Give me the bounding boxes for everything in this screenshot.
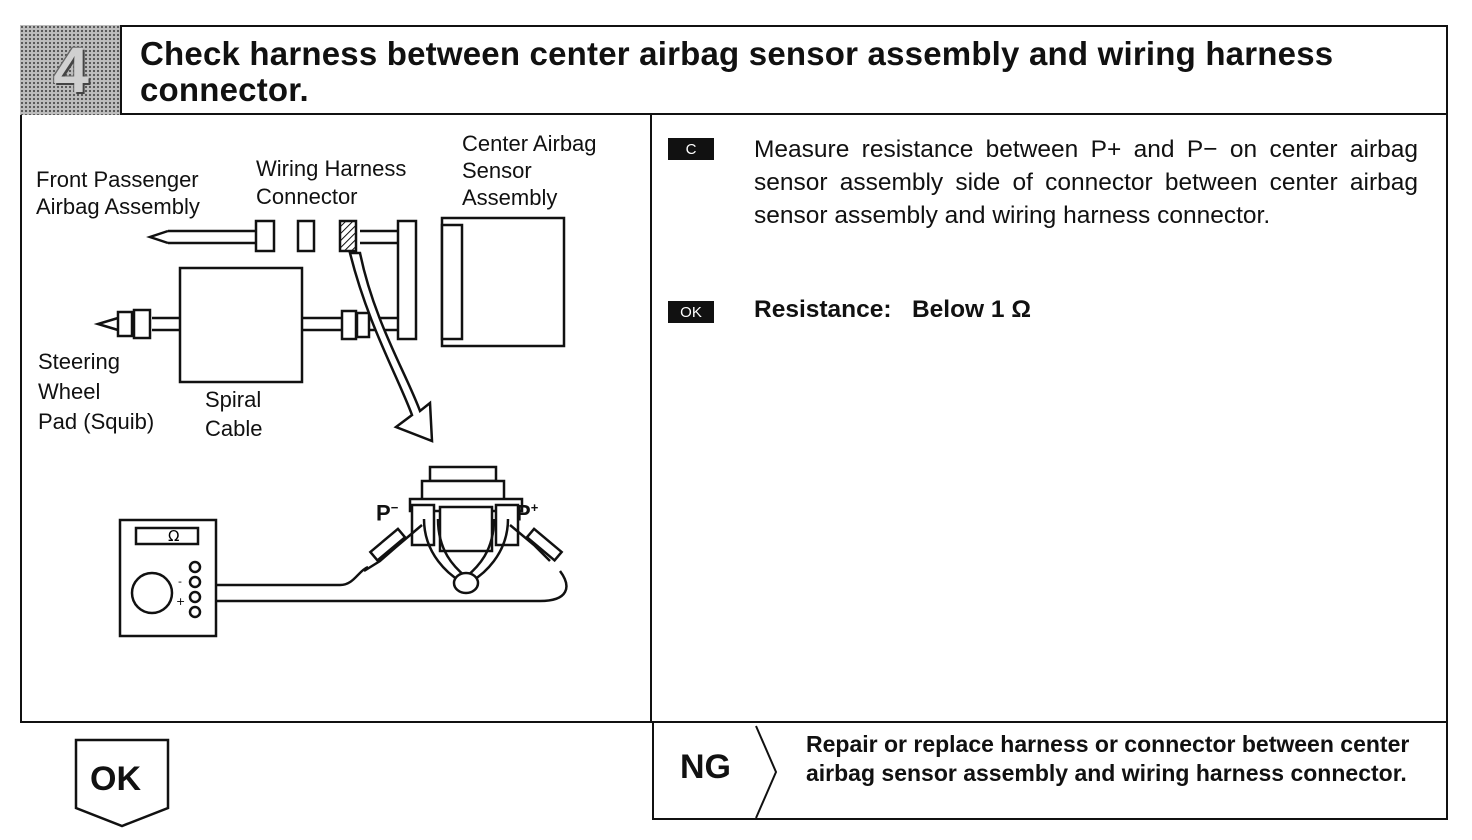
label-wiring-harness-1: Wiring Harness bbox=[256, 156, 407, 181]
step-number-box bbox=[20, 25, 122, 115]
label-p-plus: P+ bbox=[516, 500, 539, 526]
label-center-airbag-1: Center Airbag bbox=[462, 131, 597, 156]
instruction-text: Measure resistance between P+ and P− on … bbox=[754, 136, 1418, 229]
spiral-cable-shape bbox=[178, 266, 304, 384]
step-number: 4 bbox=[53, 34, 89, 106]
meter-ohm-symbol: Ω bbox=[168, 527, 179, 545]
wiring-diagram: Ω - + bbox=[93, 216, 568, 638]
zoom-arrow-shape bbox=[348, 251, 434, 443]
label-front-passenger-1: Front Passenger bbox=[36, 167, 199, 192]
instruction-badge: C bbox=[668, 138, 714, 160]
label-center-airbag-2: Sensor bbox=[462, 158, 532, 183]
label-steering-2: Wheel bbox=[38, 379, 101, 404]
label-front-passenger-2: Airbag Assembly bbox=[36, 194, 200, 219]
meter-plus-terminal: + bbox=[176, 595, 185, 608]
label-spiral-2: Cable bbox=[205, 416, 263, 441]
ng-branch-label: NG bbox=[680, 748, 731, 786]
hatched-connector-shape bbox=[338, 219, 358, 253]
harness-bar-shape bbox=[396, 219, 418, 341]
passenger-connector-shape bbox=[254, 219, 276, 253]
label-p-minus: P− bbox=[376, 500, 399, 526]
result-text: Resistance: Below 1 Ω bbox=[754, 296, 1031, 323]
ng-branch-text: Repair or replace harness or connector b… bbox=[806, 731, 1410, 786]
step-title: Check harness between center airbag sens… bbox=[140, 35, 1334, 108]
label-center-airbag-3: Assembly bbox=[462, 185, 558, 210]
label-steering-1: Steering bbox=[38, 349, 120, 374]
step-frame bbox=[20, 25, 1448, 723]
result-badge: OK bbox=[668, 301, 714, 323]
ng-branch-box bbox=[652, 723, 1448, 820]
column-divider bbox=[650, 113, 652, 723]
label-spiral-1: Spiral bbox=[205, 387, 262, 412]
label-wiring-harness-2: Connector bbox=[256, 184, 358, 209]
label-steering-3: Pad (Squib) bbox=[38, 409, 155, 434]
ok-branch-label: OK bbox=[90, 760, 141, 798]
ok-branch-shape bbox=[74, 738, 170, 828]
sensor-connector-shape bbox=[440, 223, 464, 341]
meter-minus-terminal: - bbox=[178, 575, 182, 588]
ng-chevron-icon bbox=[755, 725, 778, 819]
step-header bbox=[20, 25, 1448, 115]
harness-connector-shape bbox=[296, 219, 316, 253]
